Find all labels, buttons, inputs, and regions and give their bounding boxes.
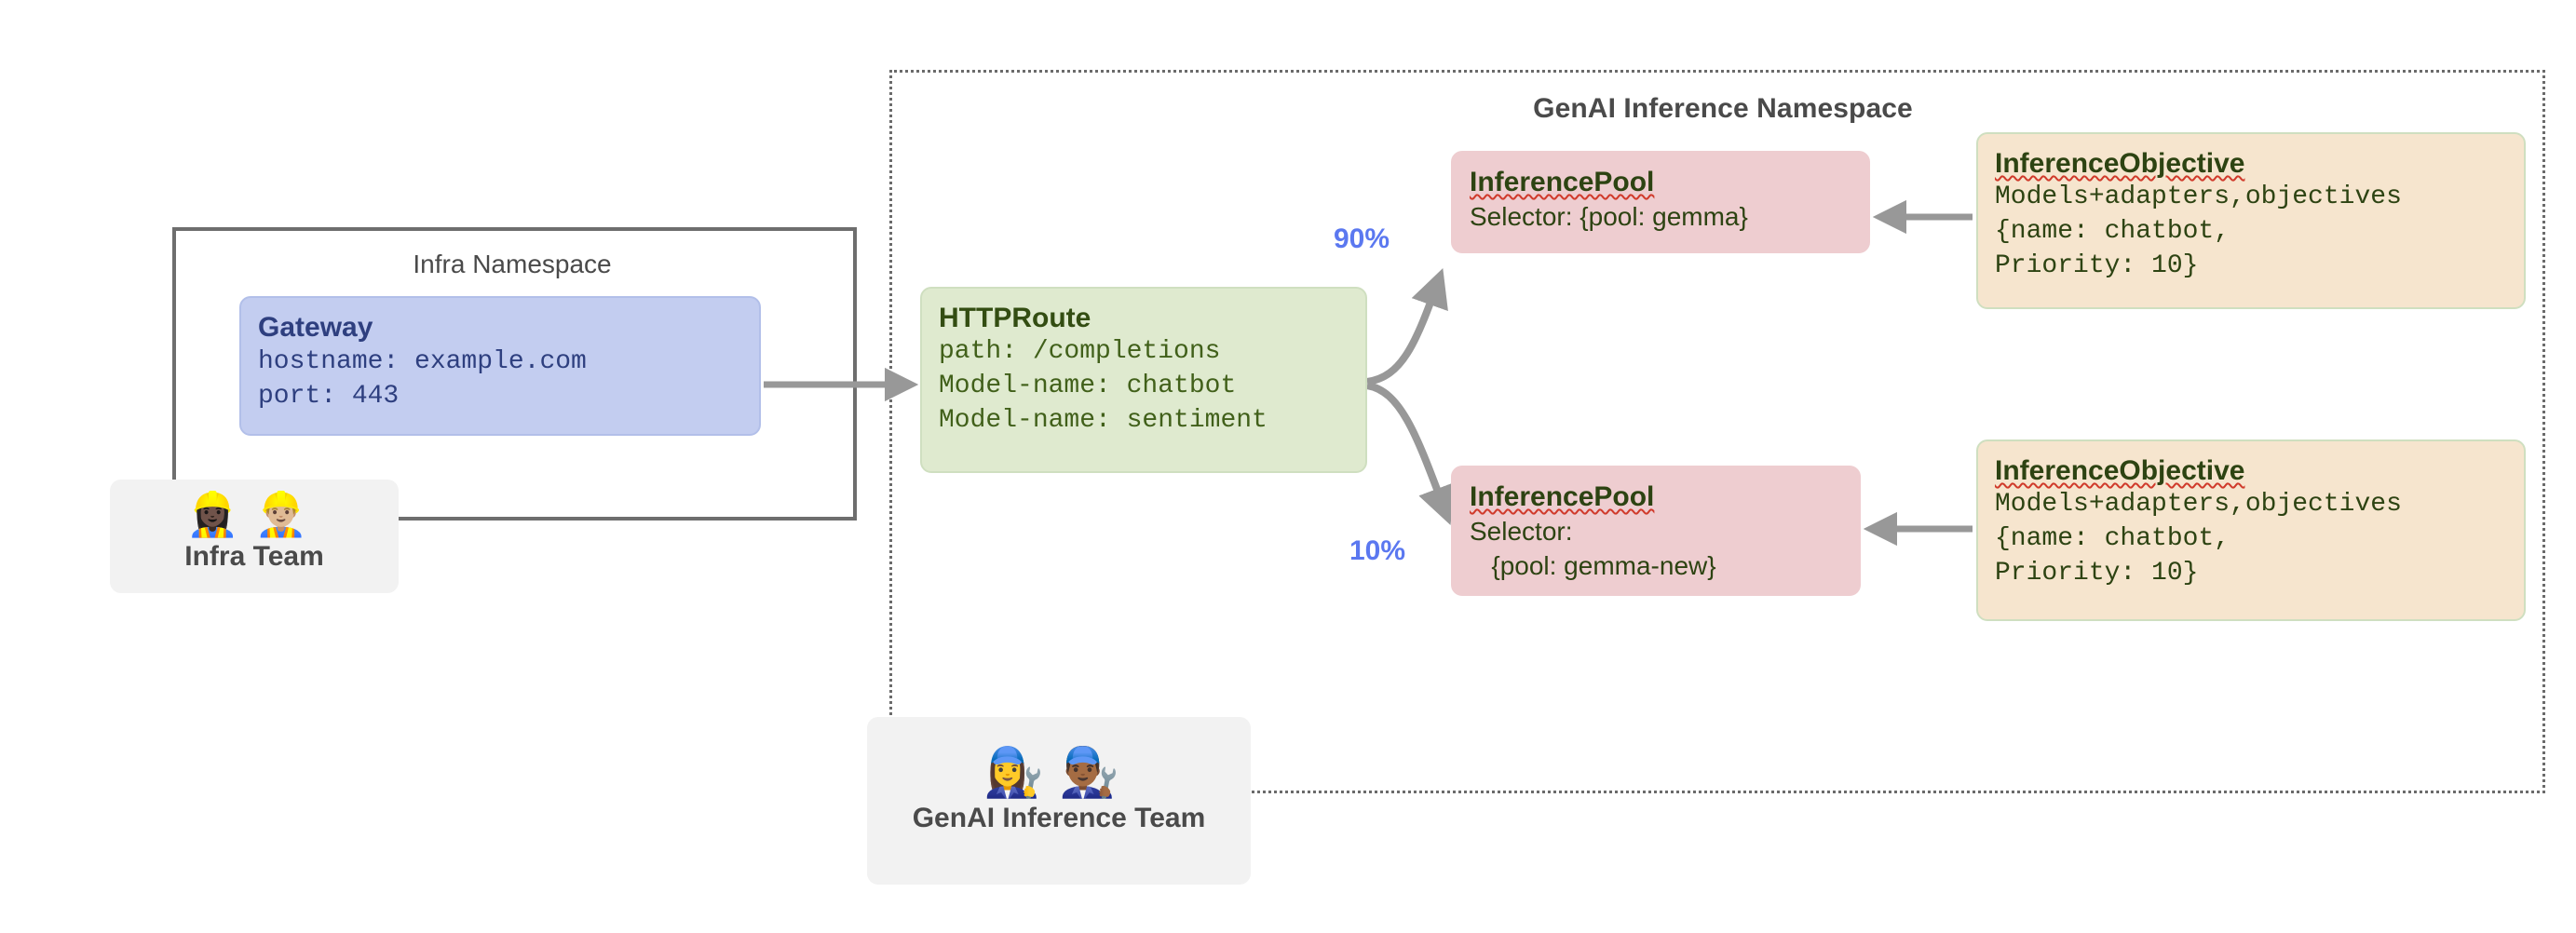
infra-namespace-container (172, 227, 857, 521)
inferencepool-gemma-selector-line: Selector: {pool: gemma} (1470, 202, 1748, 232)
inferenceobjective-top-title: InferenceObjective (1995, 148, 2245, 179)
traffic-weight-label-90: 90% (1334, 223, 1390, 254)
gateway-hostname-line: hostname: example.com (258, 347, 587, 377)
inferenceobjective-bottom-title: InferenceObjective (1995, 455, 2245, 486)
httproute-resource-card[interactable]: HTTPRoute path: /completions Model-name:… (920, 287, 1367, 473)
infra-team-chip[interactable]: 👷🏿‍♀️👷🏼‍♂️ Infra Team (110, 480, 399, 593)
gateway-card-title: Gateway (258, 312, 373, 343)
genai-inference-team-chip[interactable]: 👩‍🔧👨🏾‍🔧 GenAI Inference Team (867, 717, 1251, 885)
construction-worker-icon: 👷🏿‍♀️👷🏼‍♂️ (185, 490, 323, 538)
inferenceobjective-top-line-1: Models+adapters,objectives (1995, 183, 2402, 212)
httproute-model-name-chatbot-line: Model-name: chatbot (939, 372, 1237, 401)
httproute-card-title: HTTPRoute (939, 303, 1091, 333)
httproute-model-name-sentiment-line: Model-name: sentiment (939, 406, 1268, 436)
inferenceobjective-top-line-2: {name: chatbot, (1995, 217, 2230, 247)
inferencepool-gemma-new-selector-value: {pool: gemma-new} (1470, 551, 1716, 581)
gateway-resource-card[interactable]: Gateway hostname: example.com port: 443 (239, 296, 761, 436)
inferencepool-gemma-new-selector-label: Selector: (1470, 517, 1573, 547)
inferencepool-gemma-new-title: InferencePool (1470, 481, 1655, 512)
httproute-path-line: path: /completions (939, 337, 1221, 367)
inferencepool-gemma-new-card[interactable]: InferencePool Selector: {pool: gemma-new… (1451, 466, 1861, 596)
genai-inference-team-label: GenAI Inference Team (912, 803, 1206, 833)
inferencepool-gemma-card[interactable]: InferencePool Selector: {pool: gemma} (1451, 151, 1870, 253)
inferenceobjective-top-line-3: Priority: 10} (1995, 251, 2199, 281)
traffic-weight-label-10: 10% (1349, 535, 1406, 566)
inferenceobjective-bottom-line-1: Models+adapters,objectives (1995, 490, 2402, 520)
infra-team-label: Infra Team (184, 541, 324, 572)
genai-inference-namespace-title: GenAI Inference Namespace (1533, 93, 1913, 124)
gateway-port-line: port: 443 (258, 382, 400, 412)
inferenceobjective-bottom-line-2: {name: chatbot, (1995, 524, 2230, 554)
genai-inference-namespace-container (889, 70, 2545, 793)
inferencepool-gemma-title: InferencePool (1470, 167, 1655, 197)
inferenceobjective-bottom-card[interactable]: InferenceObjective Models+adapters,objec… (1976, 439, 2526, 621)
infra-namespace-title: Infra Namespace (413, 250, 612, 278)
inferenceobjective-top-card[interactable]: InferenceObjective Models+adapters,objec… (1976, 132, 2526, 309)
mechanic-icon: 👩‍🔧👨🏾‍🔧 (983, 746, 1134, 800)
inferenceobjective-bottom-line-3: Priority: 10} (1995, 559, 2199, 588)
